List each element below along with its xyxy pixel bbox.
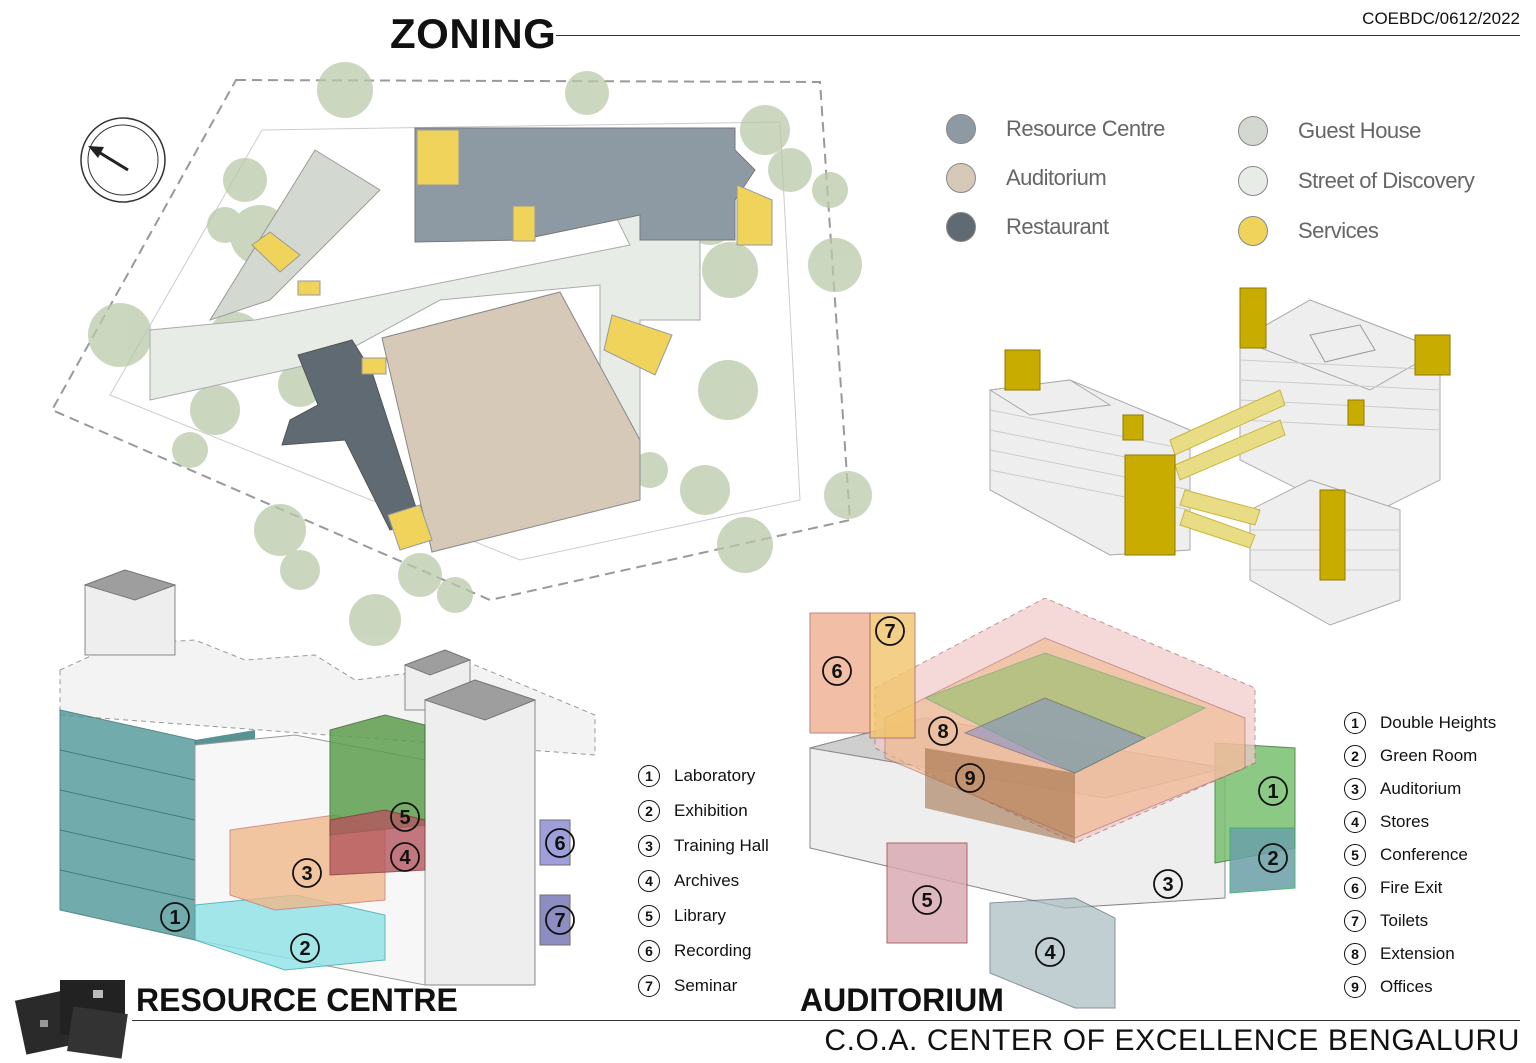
library-zone [329,714,426,836]
svg-text:5: 5 [921,890,932,912]
svg-text:1: 1 [1267,781,1278,803]
site-plan [50,62,872,646]
laboratory-zone [59,709,196,941]
toilets-zone [869,612,916,739]
legend-label: Restaurant [1006,214,1109,239]
svg-text:3: 3 [1162,874,1173,896]
svg-text:2: 2 [299,938,310,960]
resource-centre-zone [414,127,756,243]
auditorium-axonometric: 1 2 3 4 5 6 7 8 9 [809,598,1296,1009]
resource-centre-title: RESOURCE CENTRE [136,982,458,1018]
legend-swatch [1238,216,1268,246]
svg-text:2: 2 [1267,848,1278,870]
svg-text:9: 9 [964,768,975,790]
restaurant-zone [281,339,421,531]
green-room-zone [1229,827,1296,894]
auditorium-title: AUDITORIUM [800,982,1004,1018]
svg-text:6: 6 [554,833,565,855]
site-boundary [50,78,852,602]
trees [88,62,872,646]
legend-label: Services [1298,218,1379,243]
institution-name: C.O.A. CENTER OF EXCELLENCE BENGALURU [824,1024,1520,1057]
legend-item: Services [1238,216,1379,246]
archives-zone [329,809,426,876]
svg-text:1: 1 [169,907,180,929]
svg-text:4: 4 [1044,942,1056,964]
svg-text:3: 3 [301,863,312,885]
services-zones [251,129,773,551]
conference-zone [886,842,968,944]
legend-item: Street of Discovery [1238,166,1475,196]
legend-label: Auditorium [1006,165,1107,190]
legend-swatch [946,163,976,193]
svg-text:7: 7 [884,621,895,643]
svg-text:4: 4 [399,847,411,869]
svg-text:5: 5 [399,807,410,829]
page-title: ZONING [390,10,557,57]
logo-thumbnail [15,980,128,1059]
legend-swatch [946,212,976,242]
legend-item: Auditorium [946,163,1107,193]
services-axonometric [988,287,1451,626]
legend-label: Resource Centre [1006,116,1165,141]
svg-text:7: 7 [554,910,565,932]
legend-swatch [1238,166,1268,196]
legend-swatch [1238,116,1268,146]
svg-text:6: 6 [831,661,842,683]
guest-house-zone [208,149,381,321]
legend-label: Guest House [1298,118,1421,143]
legend-item: Guest House [1238,116,1421,146]
document-code: COEBDC/0612/2022 [1362,9,1520,28]
svg-text:8: 8 [937,721,948,743]
resource-centre-axonometric: 1 2 3 4 5 6 7 [59,569,596,986]
stores-zone [989,897,1116,1009]
legend-item: Restaurant [946,212,1109,242]
fire-exit-zone [809,612,871,734]
recording-zone [539,819,571,866]
footer-rule [132,1020,1520,1021]
title-rule [556,35,1520,36]
legend-swatch [946,114,976,144]
legend-item: Resource Centre [946,114,1165,144]
seminar-zone [539,894,571,946]
legend-label: Street of Discovery [1298,168,1475,193]
north-arrow-icon [80,117,166,203]
